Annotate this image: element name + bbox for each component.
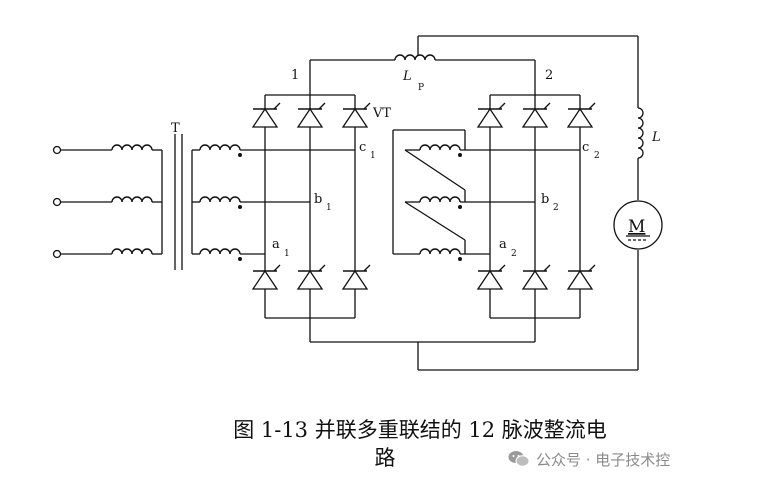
label-bridge-2: 2 — [545, 68, 553, 83]
label-inductor: L — [651, 130, 661, 145]
label-b2: b — [541, 192, 549, 207]
label-bridge-1: 1 — [291, 68, 299, 83]
transformer-secondary-delta — [392, 129, 580, 255]
circuit-diagram: T 1 2 L P VT L M c 1 b 1 a 1 c 2 b 2 a 2 — [52, 35, 663, 371]
thyristors-bridge-1 — [252, 101, 371, 297]
caption-line-1: 图 1-13 并联多重联结的 12 脉波整流电 — [233, 418, 607, 442]
label-c2: c — [582, 140, 589, 155]
label-reactor-lp-sub: P — [418, 83, 424, 93]
label-b1: b — [314, 192, 322, 207]
thyristors-bridge-2 — [477, 101, 596, 297]
label-c1: c — [359, 140, 366, 155]
transformer-core — [174, 134, 183, 270]
label-c1-sub: 1 — [370, 151, 376, 161]
watermark: 公众号 · 电子技术控 — [508, 448, 670, 470]
label-a1-sub: 1 — [284, 249, 290, 259]
dc-output-loop — [310, 36, 663, 371]
label-thyristor: VT — [372, 106, 391, 121]
label-a2: a — [499, 237, 507, 252]
label-b2-sub: 2 — [553, 203, 559, 213]
label-motor: M — [628, 217, 645, 237]
watermark-text: 公众号 · 电子技术控 — [536, 450, 671, 469]
interphase-reactor — [310, 35, 638, 61]
transformer-primary-windings — [111, 144, 163, 255]
label-c2-sub: 2 — [594, 151, 600, 161]
label-a1: a — [272, 237, 280, 252]
label-b1-sub: 1 — [326, 203, 332, 213]
wechat-icon — [508, 451, 530, 467]
label-a2-sub: 2 — [511, 249, 517, 259]
polarity-dots — [238, 153, 462, 261]
label-reactor-lp: L — [402, 69, 412, 84]
bridge-1 — [264, 60, 356, 342]
label-transformer: T — [171, 121, 180, 136]
ac-source-terminals — [52, 145, 112, 259]
transformer-secondary-star — [191, 144, 355, 255]
figure-caption: 图 1-13 并联多重联结的 12 脉波整流电 路 — [140, 416, 700, 472]
bridge-2 — [489, 60, 581, 342]
caption-line-2: 路 — [374, 446, 396, 470]
